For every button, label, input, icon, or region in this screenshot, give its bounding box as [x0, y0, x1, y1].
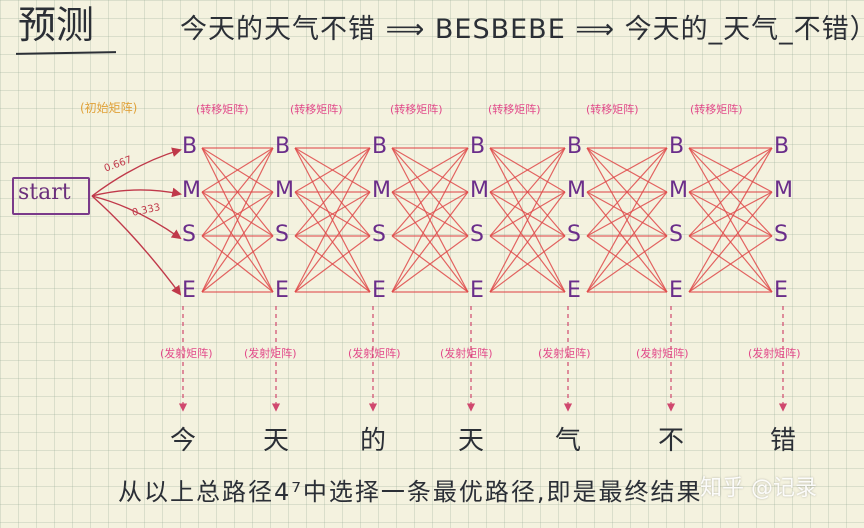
- state-b: B: [372, 134, 388, 159]
- state-b: B: [182, 134, 198, 159]
- initial-arrow-m: [91, 187, 182, 198]
- transition-edge-e-m: [294, 191, 371, 293]
- state-s: S: [567, 222, 581, 247]
- state-e: E: [182, 278, 196, 303]
- state-b: B: [774, 134, 790, 159]
- transition-edge-e-m: [586, 191, 668, 293]
- transition-edge-s-b: [489, 147, 566, 237]
- footer-text: 从以上总路径4⁷中选择一条最优路径,即是最终结果: [118, 478, 703, 506]
- state-m: M: [372, 178, 391, 203]
- state-e: E: [470, 278, 484, 303]
- transition-edge-e-s: [489, 235, 566, 293]
- transition-edge-e-b: [391, 147, 469, 293]
- transition-matrix-label: (转移矩阵): [488, 103, 541, 116]
- transition-edge-e-m: [391, 191, 469, 293]
- state-s: S: [669, 222, 683, 247]
- transition-edge-m-b: [201, 147, 274, 193]
- transition-edge-e-s: [201, 235, 274, 293]
- state-s: S: [372, 222, 386, 247]
- state-b: B: [567, 134, 583, 159]
- transition-edge-e-s: [294, 235, 371, 293]
- emission-matrix-label: (发射矩阵): [244, 347, 297, 360]
- emission-matrix-label: (发射矩阵): [160, 347, 213, 360]
- state-m: M: [669, 178, 688, 203]
- transition-edge-s-b: [391, 147, 469, 237]
- transition-edge-m-b: [391, 147, 469, 193]
- state-m: M: [774, 178, 793, 203]
- observation-char: 不: [658, 426, 685, 456]
- transition-edge-e-s: [586, 235, 668, 293]
- state-s: S: [182, 222, 196, 247]
- transition-edge-s-m: [294, 191, 371, 237]
- state-e: E: [669, 278, 683, 303]
- transition-edge-s-m: [391, 191, 469, 237]
- transition-edge-e-m: [688, 191, 773, 293]
- emission-matrix-label: (发射矩阵): [748, 347, 801, 360]
- state-m: M: [470, 178, 489, 203]
- transition-edge-s-b: [586, 147, 668, 237]
- state-e: E: [567, 278, 581, 303]
- transition-edge-e-b: [201, 147, 274, 293]
- initial-matrix-label: (初始矩阵): [80, 101, 138, 115]
- emission-matrix-label: (发射矩阵): [538, 347, 591, 360]
- transition-edge-s-b: [201, 147, 274, 237]
- transition-edge-m-b: [489, 147, 566, 193]
- transition-matrix-label: (转移矩阵): [390, 103, 443, 116]
- watermark: 知乎 @记录: [700, 476, 817, 501]
- emission-matrix-label: (发射矩阵): [636, 347, 689, 360]
- transition-edge-e-b: [489, 147, 566, 293]
- page-title: 预测: [18, 3, 95, 47]
- state-e: E: [372, 278, 386, 303]
- transition-edge-s-b: [294, 147, 371, 237]
- observation-char: 天: [458, 426, 485, 456]
- transition-edge-s-m: [586, 191, 668, 237]
- transition-edge-e-b: [586, 147, 668, 293]
- initial-arrow-b: [91, 147, 182, 197]
- transition-matrix-label: (转移矩阵): [690, 103, 743, 116]
- transition-edge-m-b: [688, 147, 773, 193]
- state-s: S: [774, 222, 788, 247]
- transition-edge-e-b: [688, 147, 773, 293]
- state-s: S: [470, 222, 484, 247]
- observation-char: 气: [555, 426, 582, 456]
- transition-edge-e-s: [391, 235, 469, 293]
- observation-char: 的: [360, 426, 387, 456]
- start-box: [12, 177, 90, 215]
- transition-edge-e-m: [201, 191, 274, 293]
- state-m: M: [275, 178, 294, 203]
- state-s: S: [275, 222, 289, 247]
- state-m: M: [182, 178, 201, 203]
- transition-edge-e-s: [688, 235, 773, 293]
- transition-edge-s-m: [489, 191, 566, 237]
- state-e: E: [275, 278, 289, 303]
- state-e: E: [774, 278, 788, 303]
- state-b: B: [669, 134, 685, 159]
- initial-arrow-s: [91, 195, 182, 240]
- state-m: M: [567, 178, 586, 203]
- transition-matrix-label: (转移矩阵): [290, 103, 343, 116]
- emission-matrix-label: (发射矩阵): [348, 347, 401, 360]
- emission-matrix-label: (发射矩阵): [440, 347, 493, 360]
- example-line: 今天的天气不错 ⟹ BESBEBE ⟹ 今天的_天气_不错）: [180, 14, 864, 45]
- initial-arrow-e: [91, 195, 182, 296]
- state-b: B: [470, 134, 486, 159]
- transition-edge-m-b: [294, 147, 371, 193]
- observation-char: 错: [770, 426, 797, 456]
- state-b: B: [275, 134, 291, 159]
- transition-edge-e-b: [294, 147, 371, 293]
- observation-char: 今: [170, 426, 197, 456]
- transition-matrix-label: (转移矩阵): [196, 103, 249, 116]
- start-label: start: [18, 180, 71, 205]
- transition-matrix-label: (转移矩阵): [586, 103, 639, 116]
- transition-edge-s-b: [688, 147, 773, 237]
- transition-edge-s-m: [201, 191, 274, 237]
- transition-edge-e-m: [489, 191, 566, 293]
- transition-edge-m-b: [586, 147, 668, 193]
- observation-char: 天: [263, 426, 290, 456]
- transition-edge-s-m: [688, 191, 773, 237]
